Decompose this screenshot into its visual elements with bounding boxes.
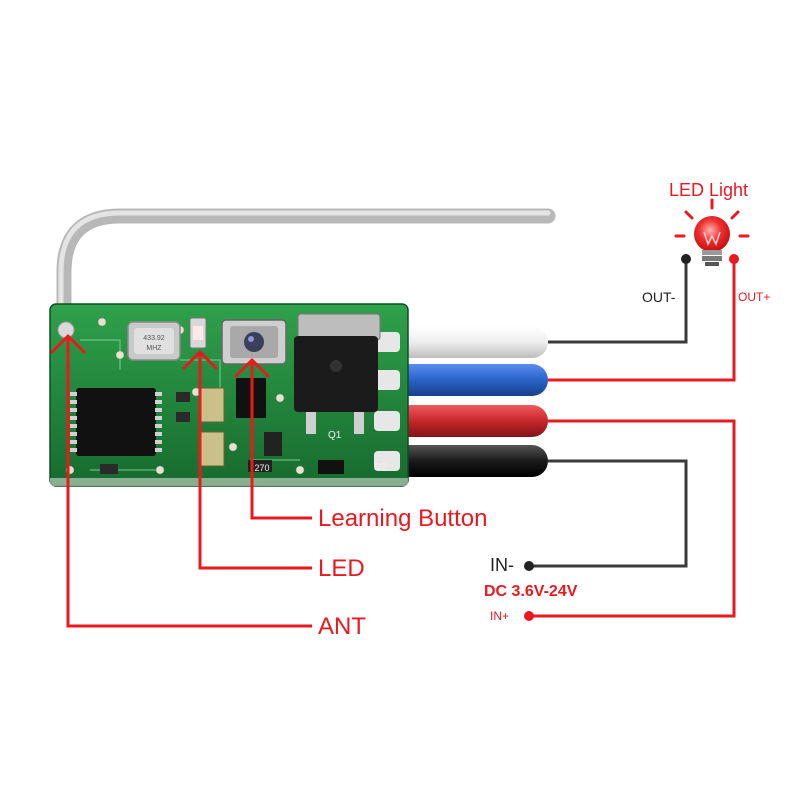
- led-light-bulb-icon: [674, 198, 750, 266]
- out-minus-terminal: [681, 254, 691, 264]
- crystal-marking-line2: MHZ: [146, 345, 162, 352]
- in-plus-label: IN+: [490, 609, 510, 623]
- in-minus-terminal: [524, 561, 534, 571]
- blue-wire: [384, 364, 548, 396]
- learning-button-label: Learning Button: [318, 505, 488, 532]
- ant-arrowhead: [50, 334, 86, 354]
- out-plus-terminal: [729, 254, 739, 264]
- in-minus-label: IN-: [490, 555, 514, 575]
- white-wire: [384, 326, 548, 358]
- resistor-marking: 270: [254, 463, 269, 473]
- learning-button-leader: [250, 362, 312, 520]
- out-minus-lead: [548, 260, 688, 344]
- diode-marking: D2: [374, 462, 387, 473]
- in-minus-lead: [529, 459, 688, 568]
- ant-leader: [66, 338, 312, 628]
- led-leader: [198, 354, 312, 570]
- led-label: LED: [318, 555, 365, 582]
- learning-button-component: [221, 319, 287, 365]
- solder-pad: [374, 451, 400, 471]
- ic-chip: [70, 388, 162, 456]
- in-plus-lead: [529, 419, 736, 618]
- antenna-solder-point: [57, 321, 75, 339]
- in-plus-terminal: [524, 611, 534, 621]
- led-light-label: LED Light: [669, 180, 749, 200]
- pcb-edge: [50, 478, 408, 486]
- solder-pad: [374, 370, 400, 390]
- ant-label: ANT: [318, 613, 366, 640]
- callout-lines: [66, 338, 312, 628]
- solder-pad: [374, 411, 400, 431]
- out-plus-label: OUT+: [738, 290, 771, 304]
- led-arrowhead: [182, 350, 218, 370]
- learning-button-arrowhead: [234, 358, 270, 378]
- crystal-oscillator: 433.92 MHZ: [127, 321, 181, 361]
- dc-voltage-range-label: DC 3.6V-24V: [484, 583, 578, 600]
- antenna-wire: [56, 208, 556, 336]
- red-wire: [384, 405, 548, 437]
- out-plus-lead: [548, 260, 736, 382]
- out-minus-label: OUT-: [642, 289, 676, 305]
- antenna-wire-highlight: [58, 210, 551, 329]
- transistor-marking: Q1: [328, 430, 342, 441]
- crystal-marking-line1: 433.92: [143, 335, 165, 342]
- callout-arrowheads: [50, 334, 270, 378]
- black-wire: [384, 445, 548, 477]
- mosfet-transistor: [294, 313, 381, 434]
- led-component: [189, 317, 207, 349]
